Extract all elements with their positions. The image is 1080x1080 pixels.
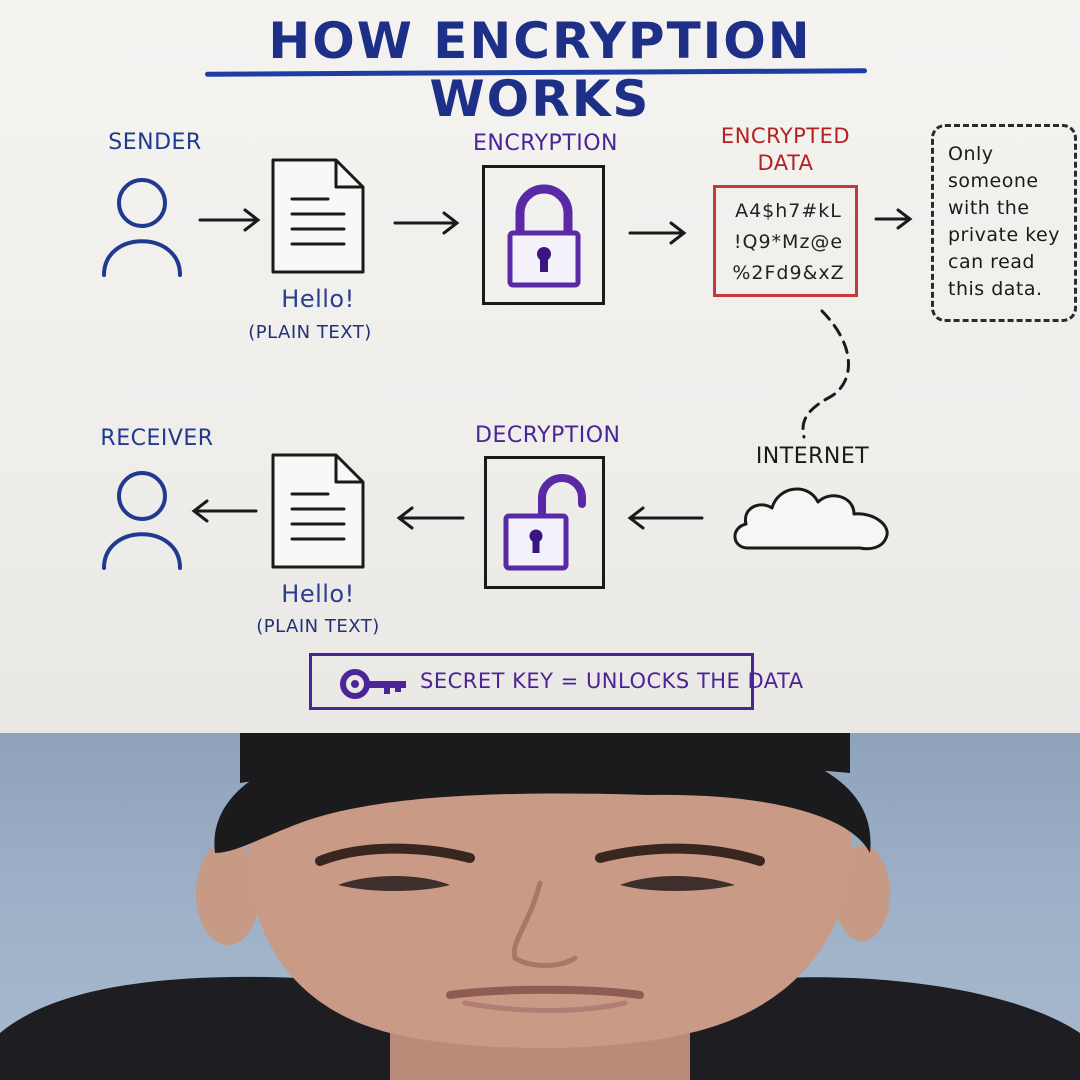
private-key-note: Only someone with the private key can re…: [931, 124, 1077, 322]
encrypted-data-label-line2: DATA: [757, 151, 814, 175]
receiver-doc-caption: Hello!: [281, 580, 355, 608]
diagram-title: HOW ENCRYPTION WORKS: [268, 12, 812, 128]
arrow-right-icon: [874, 208, 913, 230]
internet-cloud-icon: [733, 487, 889, 551]
secret-key-legend-text: SECRET KEY = UNLOCKS THE DATA: [420, 669, 804, 693]
receiver-doc-subcaption: (PLAIN TEXT): [256, 616, 380, 637]
encryption-diagram: HOW ENCRYPTION WORKS SENDER Hello! (PLAI…: [0, 0, 1080, 733]
face-illustration: [0, 733, 1080, 1080]
ciphertext-line: A4$h7#kL: [735, 200, 842, 222]
encryption-locked-padlock-icon: [482, 165, 605, 305]
sender-label: SENDER: [108, 130, 202, 155]
arrow-right-icon: [198, 208, 261, 232]
sender-doc-subcaption: (PLAIN TEXT): [248, 322, 372, 343]
arrow-left-icon: [191, 499, 258, 523]
plain-text-document-icon: [271, 453, 365, 569]
arrow-left-icon: [627, 506, 704, 530]
sender-person-icon: [102, 178, 182, 277]
arrow-right-icon: [393, 211, 460, 235]
plain-text-document-icon: [271, 158, 365, 274]
internet-label: INTERNET: [755, 444, 870, 469]
encrypted-data-label-line1: ENCRYPTED: [720, 124, 851, 148]
receiver-person-icon: [102, 471, 182, 570]
ciphertext-line: !Q9*Mz@e: [733, 231, 844, 253]
dashed-connector: [801, 309, 850, 439]
ciphertext-line: %2Fd9&xZ: [732, 262, 845, 284]
note-text: Only someone with the private key can re…: [948, 143, 1060, 300]
arrow-left-icon: [396, 506, 465, 530]
sender-doc-caption: Hello!: [281, 285, 355, 313]
decryption-label: DECRYPTION: [475, 423, 621, 448]
man-face-photo: [0, 733, 1080, 1080]
arrow-right-icon: [628, 221, 687, 245]
secret-key-legend: SECRET KEY = UNLOCKS THE DATA: [309, 653, 803, 710]
encrypted-data-box: A4$h7#kL !Q9*Mz@e %2Fd9&xZ: [713, 185, 858, 297]
key-icon: [340, 669, 406, 699]
receiver-label: RECEIVER: [100, 426, 214, 451]
decryption-unlocked-padlock-icon: [484, 456, 605, 589]
encryption-label: ENCRYPTION: [472, 131, 618, 156]
